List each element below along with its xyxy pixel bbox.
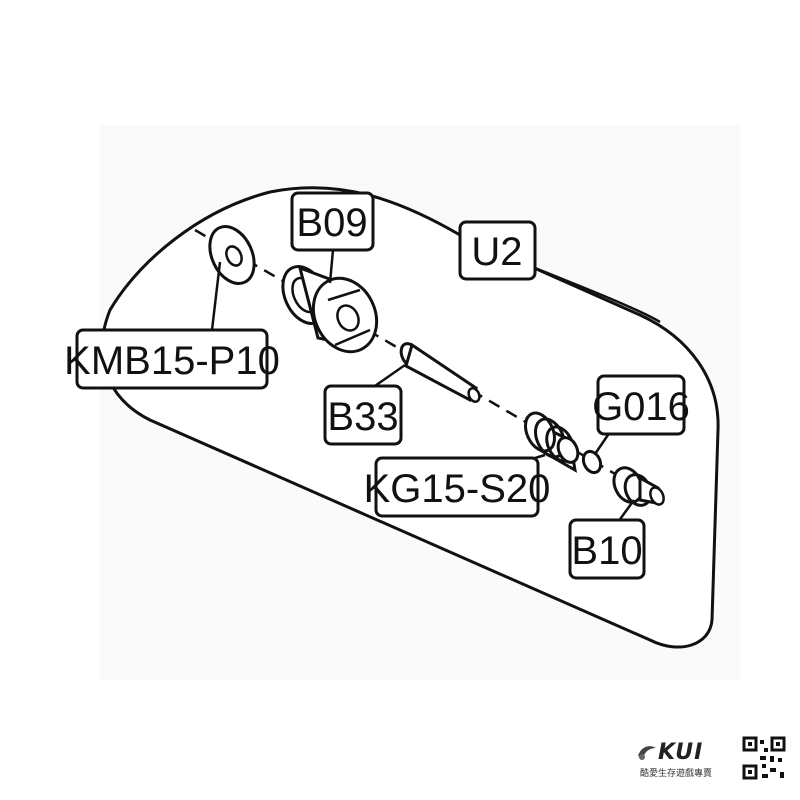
b33-part [399, 342, 481, 403]
svg-text:U2: U2 [471, 230, 522, 274]
kmb15-p10-part [208, 225, 256, 285]
label-b09: B09 [290, 191, 375, 252]
leader-kmb15-p10 [210, 261, 222, 331]
label-u2: U2 [458, 220, 537, 281]
b09-part [281, 265, 379, 354]
leader-g016 [593, 431, 612, 455]
leader-b09 [328, 249, 335, 284]
qr-code-icon [742, 736, 786, 780]
svg-text:B33: B33 [327, 395, 398, 439]
svg-text:KG15-S20: KG15-S20 [364, 467, 551, 511]
leader-u2 [534, 266, 661, 324]
leader-b33 [371, 363, 406, 390]
svg-text:G016: G016 [592, 385, 690, 429]
label-kg15-s20: KG15-S20 [364, 456, 551, 518]
svg-text:B09: B09 [296, 201, 367, 245]
housing-outline-u2 [100, 186, 720, 649]
svg-text:B10: B10 [571, 529, 642, 573]
leader-b10 [616, 499, 636, 523]
label-g016: G016 [592, 374, 690, 436]
svg-text:KMB15-P10: KMB15-P10 [64, 339, 280, 383]
kg15-s20-part [523, 411, 580, 473]
label-kmb15-p10: KMB15-P10 [64, 328, 280, 390]
label-b33: B33 [323, 384, 403, 446]
b10-part [612, 466, 665, 507]
brand-name: KUI [658, 740, 704, 765]
g016-part [581, 449, 603, 475]
brand-watermark: KUI 酷愛生存遊戲專賣 [636, 736, 786, 786]
brand-tagline: 酷愛生存遊戲專賣 [640, 769, 713, 779]
brand-logo-icon [638, 746, 656, 760]
label-b10: B10 [568, 518, 646, 580]
leader-lines [210, 249, 661, 523]
